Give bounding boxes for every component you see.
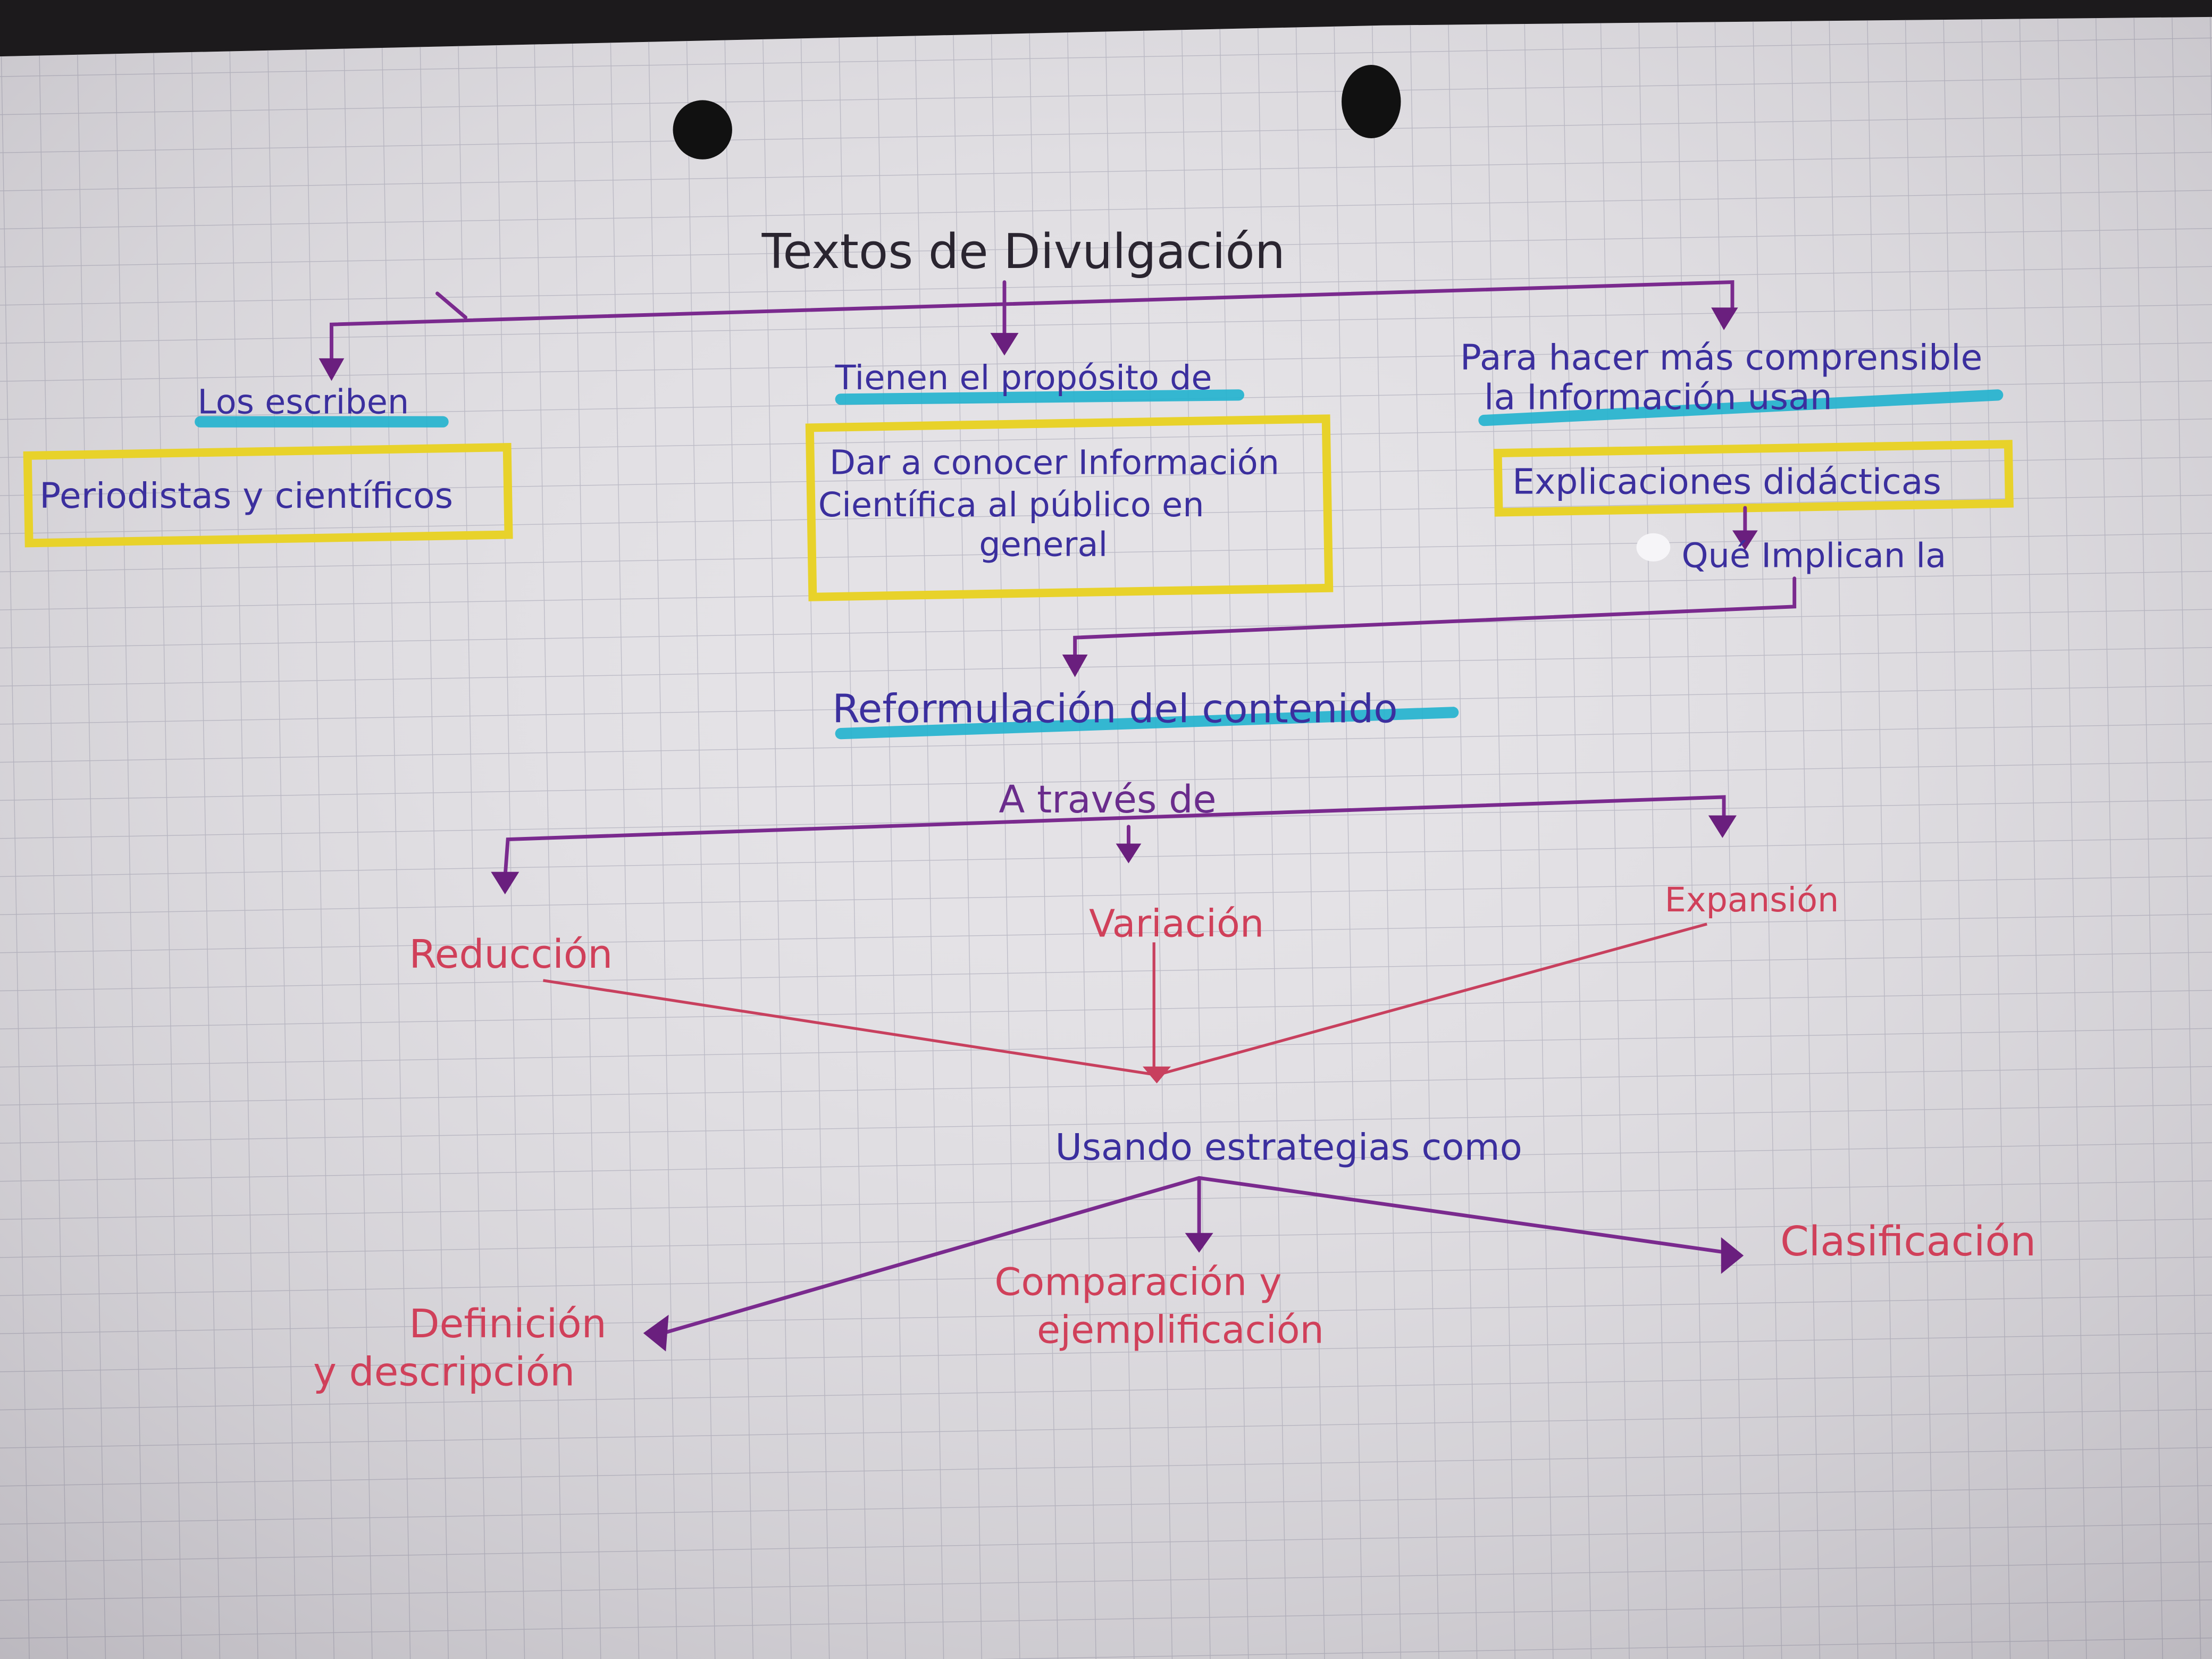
reformulation-label: Reformulación del contenido [832,685,1397,732]
arrow-down-icon [319,358,345,381]
type-reduccion: Reducción [409,931,613,977]
strategy-definicion-line-2: y descripción [313,1348,575,1395]
connector-highlight [835,389,1244,405]
map-title: Textos de Divulgación [761,224,1285,280]
strategy-clasificacion: Clasificación [1780,1218,2036,1266]
purpose-line-2: Científica al público en [818,485,1204,525]
purpose-box [805,414,1334,601]
purpose-line-1: Dar a conocer Información [830,443,1279,482]
arrow-down-icon [1062,655,1088,677]
authors-box [23,443,513,548]
arrow-down-icon [990,333,1019,356]
arrow-down-icon [1708,815,1737,838]
strategy-definicion-line-1: Definición [409,1301,606,1347]
arrow-down-icon [1142,1066,1171,1084]
arrow-down-icon [1185,1233,1213,1253]
arrow-down-icon [1732,530,1758,550]
implican-connector [1073,576,1797,663]
connector-los-escriben: Los escriben [197,382,409,422]
arrow-left-icon [643,1314,669,1352]
arrow-down-icon [1711,307,1738,330]
reformulation-connector [503,795,1726,879]
type-variacion: Variación [1089,902,1264,946]
strategy-comparacion-line-2: ejemplificación [1037,1308,1324,1352]
connector-highlight [1478,389,2004,426]
reformulation-highlight [835,707,1459,740]
types-converging-lines [543,923,1707,1077]
method-box [1493,440,2014,517]
strategy-comparacion-line-1: Comparación y [994,1260,1281,1304]
connector-proposito: Tienen el propósito de [835,358,1212,398]
strategies-connector [661,1176,1730,1335]
correction-fluid-mark [1636,533,1671,562]
method-content: Explicaciones didácticas [1512,461,1941,502]
connector-usando-estrategias: Usando estrategias como [1055,1126,1522,1169]
connector-para-hacer-line-2: la Información usan [1484,376,1832,417]
punch-hole-left [673,100,732,160]
paper-shading [0,16,2212,1659]
arrow-down-icon [491,872,520,895]
title-connector [330,280,1735,372]
authors-content: Periodistas y científicos [39,475,453,516]
arrow-down-icon [1116,843,1142,864]
connector-que-implican: Qué Implican la [1681,537,1946,576]
purpose-line-3: general [979,525,1108,564]
connector-para-hacer-line-1: Para hacer más comprensible [1460,337,1982,378]
type-expansion: Expansión [1665,881,1839,920]
arrow-right-icon [1721,1237,1744,1274]
punch-hole-right [1342,65,1401,138]
